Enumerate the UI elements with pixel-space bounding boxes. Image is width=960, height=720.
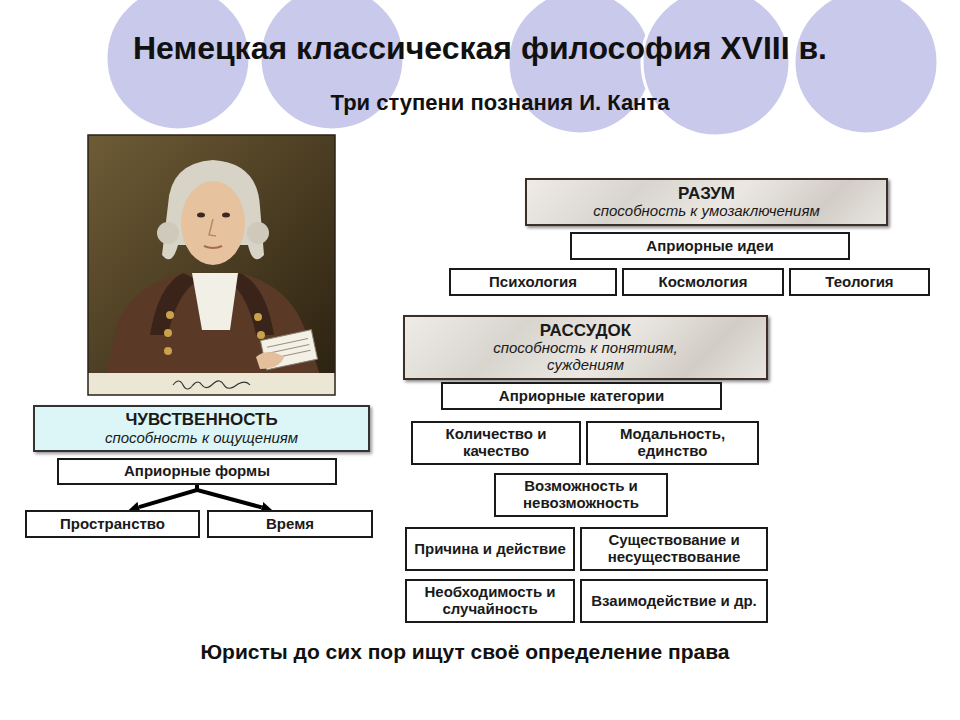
category-box: Взаимодействие и др. [580, 579, 768, 623]
button [257, 331, 265, 339]
portrait-ground [88, 135, 335, 395]
category-box: Априорные формы [57, 458, 337, 485]
branch-arrow [139, 485, 197, 507]
box-label: Априорные категории [499, 388, 664, 405]
box-label: Априорные идеи [646, 238, 773, 255]
box-label: Необходимость и случайность [413, 584, 567, 618]
section-heading: РАССУДОК [540, 321, 631, 341]
box-label: Время [266, 516, 314, 533]
section-header: РАССУДОКспособность к понятиям, суждения… [403, 315, 768, 380]
circle [794, 0, 938, 134]
box-label: Пространство [60, 516, 165, 533]
button [164, 347, 172, 355]
collar [150, 273, 198, 335]
mouth [204, 246, 222, 248]
title: Немецкая классическая философия XVIII в. [0, 30, 960, 67]
category-box: Априорные идеи [570, 232, 850, 260]
level-panel: ЧУВСТВЕННОСТЬспособность к ощущениямАпри… [18, 420, 380, 586]
wig-curl [247, 222, 269, 244]
level-panel: РАССУДОКспособность к понятиям, суждения… [390, 335, 790, 632]
circle [642, 0, 790, 136]
category-box: Космология [622, 268, 784, 296]
signature-band [88, 373, 335, 395]
wig-curl [157, 222, 179, 244]
box-label: Априорные формы [124, 463, 270, 480]
button [164, 329, 172, 337]
section-heading: ЧУВСТВЕННОСТЬ [125, 410, 277, 430]
box-label: Количество и качество [419, 426, 573, 460]
hand [256, 352, 284, 369]
category-box: Необходимость и случайность [405, 579, 575, 623]
section-heading: РАЗУМ [678, 184, 735, 204]
face [181, 181, 245, 265]
box-label: Возможность и невозможность [502, 478, 660, 512]
category-box: Пространство [25, 510, 200, 538]
box-label: Космология [659, 274, 748, 291]
cravat [192, 273, 238, 330]
section-subheading: способность к умозаключениям [593, 203, 820, 220]
section-header: РАЗУМспособность к умозаключениям [525, 178, 888, 226]
button [254, 313, 262, 321]
subtitle: Три ступени познания И. Канта [20, 90, 960, 116]
category-box: Априорные категории [441, 382, 722, 410]
box-label: Взаимодействие и др. [591, 593, 756, 610]
section-header: ЧУВСТВЕННОСТЬспособность к ощущениям [33, 405, 370, 452]
caption: Юристы до сих пор ищут своё определение … [0, 640, 945, 664]
box-label: Теология [825, 274, 893, 291]
portrait [88, 135, 335, 395]
box-label: Существование и несуществование [588, 532, 760, 566]
signature-stroke [173, 381, 250, 389]
category-box: Психология [449, 268, 617, 296]
category-box: Возможность и невозможность [494, 473, 668, 517]
coat [106, 273, 320, 375]
box-label: Психология [489, 274, 577, 291]
portrait-frame [88, 135, 335, 395]
background-circles [106, 0, 938, 136]
level-panel: РАЗУМспособность к умозаключениямАприорн… [433, 200, 940, 306]
section-subheading: способность к ощущениям [105, 430, 298, 447]
category-box: Модальность, единство [586, 421, 759, 465]
category-box: Количество и качество [411, 421, 581, 465]
panel-outline [391, 336, 789, 631]
eye [222, 213, 230, 218]
category-box: Причина и действие [405, 527, 575, 571]
nose [209, 219, 216, 236]
branch-arrow [197, 485, 262, 507]
category-box: Существование и несуществование [580, 527, 768, 571]
eye [197, 213, 205, 218]
category-box: Время [207, 510, 373, 538]
button [166, 311, 174, 319]
section-subheading: способность к понятиям, суждениям [471, 340, 701, 374]
category-box: Теология [789, 268, 930, 296]
box-label: Причина и действие [414, 541, 566, 558]
box-label: Модальность, единство [594, 426, 751, 460]
